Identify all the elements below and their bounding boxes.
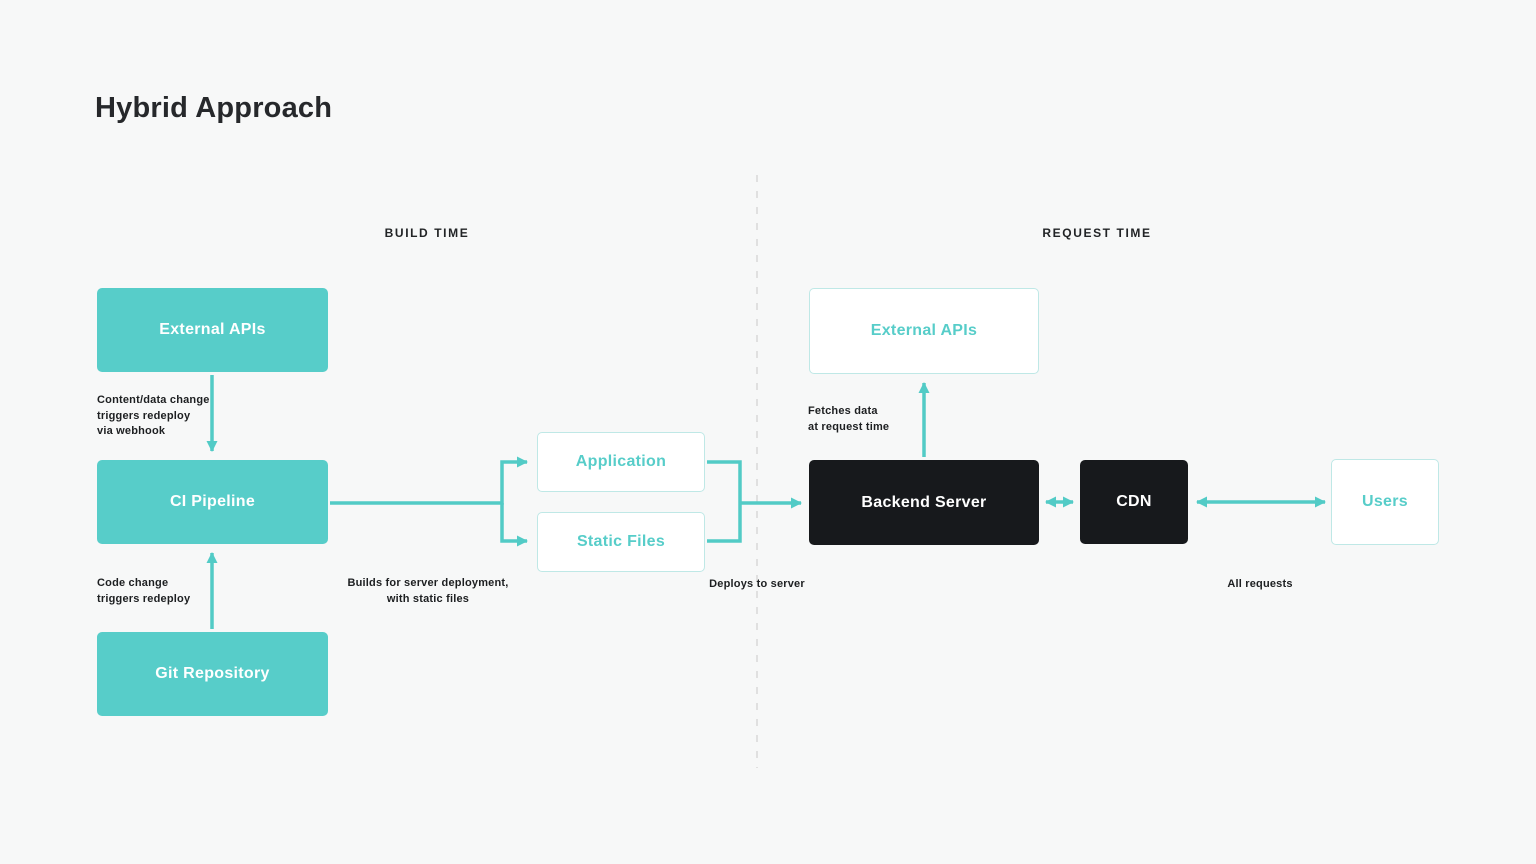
node-external-apis-request: External APIs [809, 288, 1039, 374]
node-application: Application [537, 432, 705, 492]
section-label-build-time: BUILD TIME [384, 226, 470, 240]
arrow-cipipeline-to-staticfiles [500, 503, 528, 547]
edge-label-deploy: Deploys to server [709, 578, 805, 590]
edge-label-fetch: Fetches data at request time [808, 405, 890, 433]
page-title: Hybrid Approach [95, 92, 333, 124]
node-cdn: CDN [1080, 460, 1188, 544]
edge-label-all-requests: All requests [1227, 578, 1293, 590]
node-external-apis-build: External APIs [97, 288, 328, 372]
section-label-request-time: REQUEST TIME [1042, 226, 1152, 240]
edge-label-webhook-trigger: Content/data change triggers redeploy vi… [97, 394, 210, 437]
edge-label-build-output: Builds for server deployment, with stati… [347, 577, 509, 605]
node-users: Users [1331, 459, 1439, 545]
node-ci-pipeline: CI Pipeline [97, 460, 328, 544]
edge-label-code-trigger: Code change triggers redeploy [97, 577, 191, 605]
node-backend-server: Backend Server [809, 460, 1039, 545]
node-static-files: Static Files [537, 512, 705, 572]
connector-merge-bracket [707, 460, 742, 543]
arrow-cipipeline-to-application [330, 456, 528, 505]
node-git-repository: Git Repository [97, 632, 328, 716]
